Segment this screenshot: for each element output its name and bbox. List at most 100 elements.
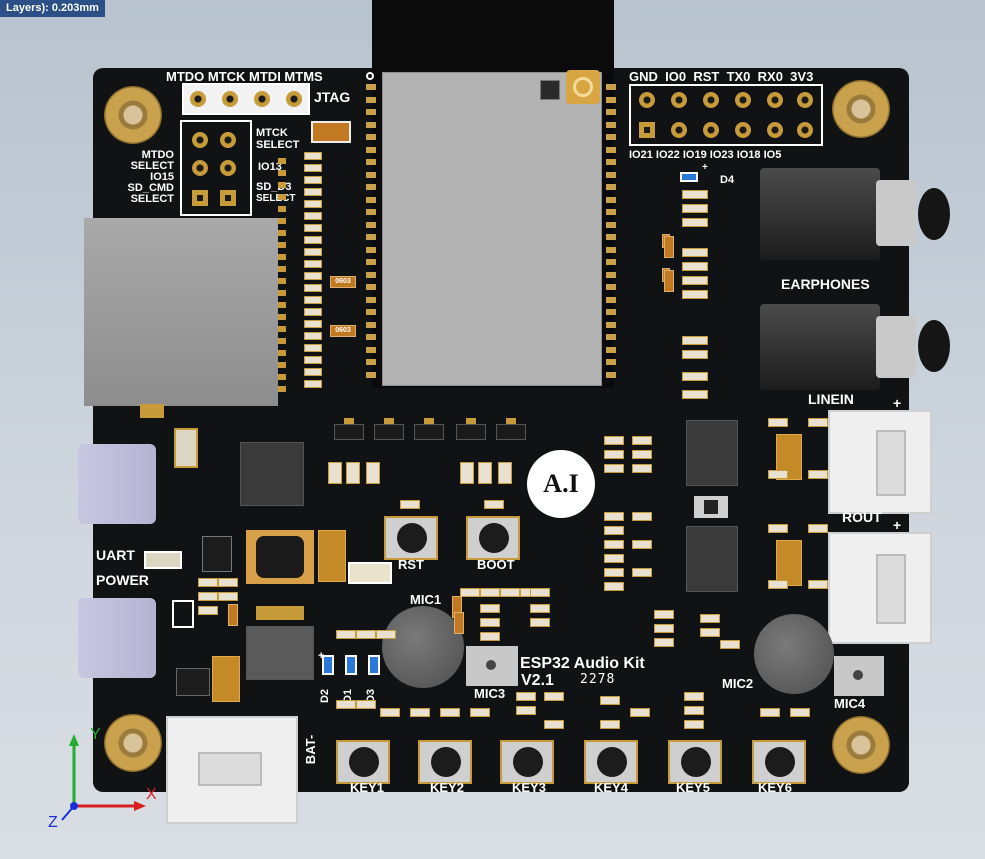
label-key5: KEY5 [676, 780, 710, 795]
resistor-pad-left [278, 386, 286, 392]
boot-button[interactable] [466, 516, 520, 560]
esp32-pad-left [366, 309, 376, 315]
resistor-left [304, 272, 322, 280]
transistor-q2 [176, 668, 210, 696]
resistor-pad-left [278, 206, 286, 212]
key1-button[interactable] [336, 740, 390, 784]
mounting-hole-bottom-left [104, 714, 162, 772]
resistor-small [530, 588, 550, 597]
header-top-labels: GND IO0 RST TX0 RX0 3V3 [629, 69, 813, 84]
resistor-small [460, 588, 480, 597]
axis-label-z: Z [48, 814, 58, 831]
resistor-small [530, 604, 550, 613]
resistor-small [530, 618, 550, 627]
resistor-power [348, 562, 392, 584]
resistor-small [604, 582, 624, 591]
label-boot: BOOT [477, 557, 515, 572]
label-d2: D2 [319, 688, 332, 704]
transistor-pad [424, 418, 434, 424]
ai-thinker-logo: A.I [527, 450, 595, 518]
key3-button[interactable] [500, 740, 554, 784]
transistor [496, 424, 526, 440]
esp32-pad-left [366, 334, 376, 340]
resistor-mid [682, 204, 708, 213]
header-label-gnd: GND [629, 69, 658, 84]
esp32-pad-left [366, 209, 376, 215]
resistor-small [480, 588, 500, 597]
led-d1 [345, 655, 357, 675]
esp32-pad-left [366, 271, 376, 278]
key6-button[interactable] [752, 740, 806, 784]
esp32-pad-right [606, 234, 616, 240]
resistor-left [304, 344, 322, 352]
transistor [414, 424, 444, 440]
resistor-small [410, 708, 430, 717]
esp32-pad-right [606, 371, 616, 378]
esp32-shield-can [382, 72, 602, 386]
resistor-small [700, 614, 720, 623]
label-lout-plus: + [893, 395, 902, 411]
cap-0603-b: 0603 [330, 325, 356, 337]
label-rst: RST [398, 557, 424, 572]
resistor-small [808, 418, 828, 427]
esp32-pad-left [366, 196, 376, 203]
earphones-jack-ring [876, 180, 916, 246]
esp32-pad-right [606, 359, 616, 365]
header-label-tx0: TX0 [726, 69, 751, 84]
mounting-hole-top-right [832, 80, 890, 138]
header-label-rx0: RX0 [757, 69, 783, 84]
resistor-small [600, 696, 620, 705]
resistor-small [768, 524, 788, 533]
esp32-pad-left [366, 371, 376, 378]
resistor-small [720, 640, 740, 649]
resistor-pad-left [278, 314, 286, 320]
esp32-pad-right [606, 109, 616, 115]
esp32-pad-right [606, 296, 616, 303]
resistor-left [304, 380, 322, 388]
resistor-small [218, 578, 238, 587]
resistor-pad-left [278, 302, 286, 308]
header-label-io22: IO22 [655, 149, 680, 161]
resistor-left [304, 224, 322, 232]
resistor-small [198, 592, 218, 601]
resistor-left [304, 200, 322, 208]
key4-button[interactable] [584, 740, 638, 784]
resistor-small [768, 580, 788, 589]
tantalum-cap-battery [212, 656, 240, 702]
resistor-mid [682, 350, 708, 359]
resistor-small [198, 578, 218, 587]
esp32-pad-right [606, 309, 616, 315]
axis-label-x: X [146, 786, 157, 803]
esp32-pad-right [606, 196, 616, 203]
label-d4: D4 [720, 174, 735, 186]
resistor-small [376, 630, 396, 639]
resistor-small [808, 580, 828, 589]
amplifier-ic-2 [686, 526, 738, 592]
z-axis-line [61, 805, 75, 821]
header-label-io21: IO21 [629, 149, 653, 161]
esp32-pad-right [606, 284, 616, 290]
resistor-small [654, 610, 674, 619]
microphone-mic1 [382, 606, 464, 688]
esp32-pad-left [366, 159, 376, 165]
resistor-small [336, 700, 356, 709]
resistor-left [304, 176, 322, 184]
battery-connector [166, 716, 298, 824]
resistor-mid [682, 218, 708, 227]
resistor-left [304, 296, 322, 304]
key5-button[interactable] [668, 740, 722, 784]
esp32-pad-right [606, 321, 616, 328]
resistor-left [304, 308, 322, 316]
resistor-small [632, 540, 652, 549]
resistor-pad-left [278, 326, 286, 332]
key2-button[interactable] [418, 740, 472, 784]
resistor-small [516, 706, 536, 715]
label-led-plus: + [318, 650, 325, 662]
rst-button[interactable] [384, 516, 438, 560]
esp32-pad-left [366, 359, 376, 365]
resistor-left [304, 164, 322, 172]
resistor-mid [682, 276, 708, 285]
resistor-small [654, 638, 674, 647]
resistor-row [346, 462, 360, 484]
led-d3 [368, 655, 380, 675]
